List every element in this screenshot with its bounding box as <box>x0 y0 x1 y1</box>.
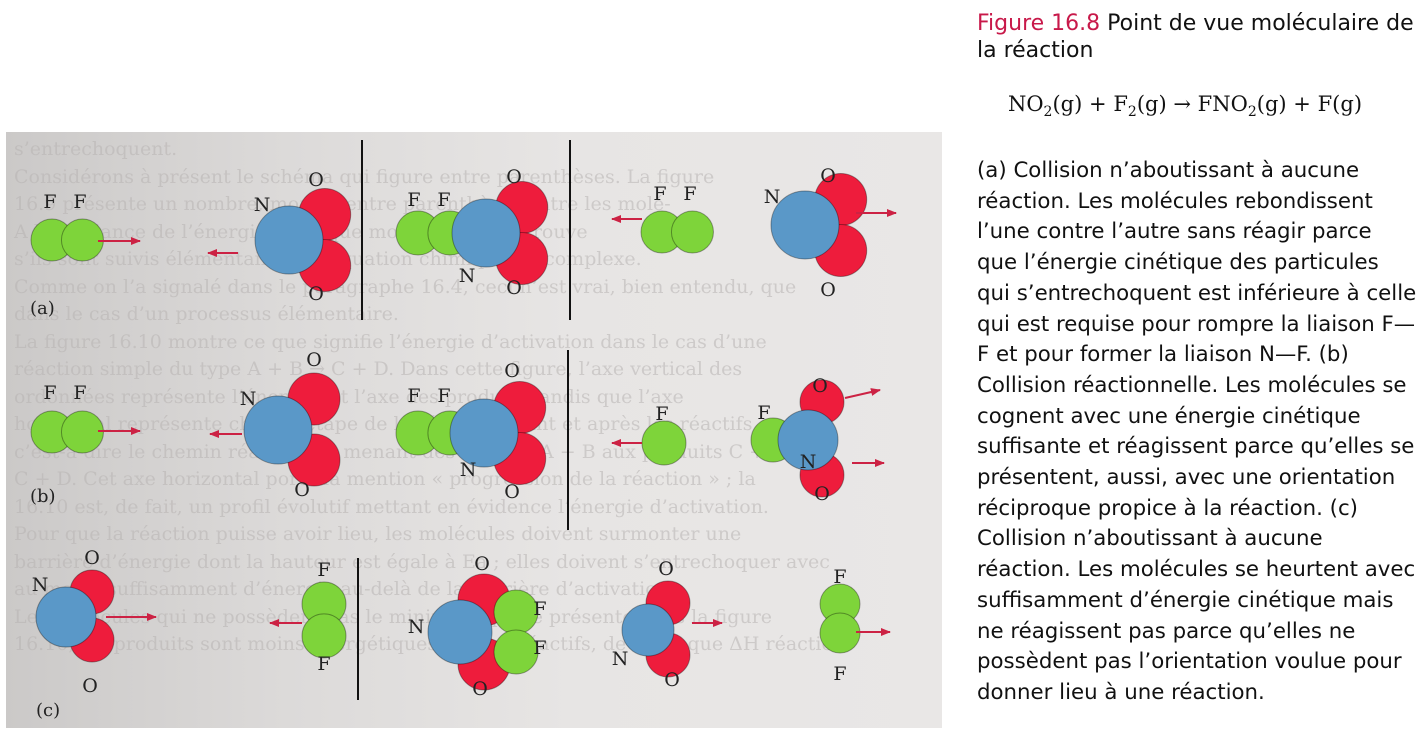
atom-label-o: O <box>504 481 520 503</box>
atom-label-n: N <box>459 265 476 287</box>
fluorine-atom <box>493 589 539 635</box>
atom-label-o: O <box>306 349 322 371</box>
atom-label-o: O <box>474 553 490 575</box>
atom-label-f: F <box>317 653 330 675</box>
atom-label-n: N <box>254 194 271 216</box>
background-text-line: dans le cas d’un processus élémentaire. <box>14 303 399 325</box>
atom-label-o: O <box>812 375 828 397</box>
background-text-line: horizontal représente chaque étape de la… <box>14 413 759 435</box>
atom-label-f: F <box>317 559 330 581</box>
background-text-line: 16.10 est, de fait, un profil évolutif m… <box>14 495 769 518</box>
atom-label-f: F <box>43 191 56 213</box>
figure-panel: s’entrechoquent. Considérons à présent le… <box>6 132 942 728</box>
motion-arrow <box>844 388 881 399</box>
fluorine-atom <box>493 629 539 675</box>
atom-label-o: O <box>308 169 324 191</box>
nitrogen-atom <box>243 395 313 465</box>
atom-label-f: F <box>655 403 668 425</box>
fluorine-atom <box>670 210 714 254</box>
fluorine-atom <box>60 410 104 454</box>
nitrogen-atom <box>449 398 519 468</box>
background-text-line: Considérons à présent le schéma qui figu… <box>14 165 715 188</box>
panel-label-c: (c) <box>36 700 60 721</box>
caption-title: Figure 16.8 Point de vue moléculaire de … <box>977 10 1417 64</box>
atom-label-o: O <box>308 283 324 305</box>
atom-label-o: O <box>84 547 100 569</box>
atom-label-n: N <box>460 459 477 481</box>
atom-label-n: N <box>32 574 49 596</box>
nitrogen-atom <box>770 190 840 260</box>
nitrogen-atom <box>254 205 324 275</box>
atom-label-o: O <box>820 279 836 301</box>
background-text-line: Les molécules qui ne possèdent pas le mi… <box>14 605 773 628</box>
atom-label-f: F <box>833 566 846 588</box>
atom-label-o: O <box>82 675 98 697</box>
atom-label-f: F <box>757 402 770 424</box>
nitrogen-atom <box>777 409 839 471</box>
nitrogen-atom <box>427 599 493 665</box>
fluorine-atom <box>301 613 347 659</box>
atom-label-n: N <box>800 451 817 473</box>
figure-label: Figure 16.8 <box>977 11 1101 36</box>
atom-label-f: F <box>683 183 696 205</box>
atom-label-f: F <box>437 385 450 407</box>
atom-label-f: F <box>833 663 846 685</box>
atom-label-o: O <box>472 678 488 700</box>
atom-label-o: O <box>658 558 674 580</box>
atom-label-o: O <box>820 165 836 187</box>
nitrogen-atom <box>35 586 97 648</box>
atom-label-f: F <box>407 189 420 211</box>
atom-label-o: O <box>814 483 830 505</box>
panel-label-b: (b) <box>30 486 56 507</box>
atom-label-f: F <box>437 189 450 211</box>
atom-label-f: F <box>653 183 666 205</box>
atom-label-n: N <box>612 648 629 670</box>
reaction-equation: NO2(g) + F2(g) → FNO2(g) + F(g) <box>1007 92 1363 121</box>
atom-label-o: O <box>506 277 522 299</box>
atom-label-f: F <box>533 637 546 659</box>
background-text-line: s’entrechoquent. <box>14 138 178 160</box>
background-text-line: C + D. Cet axe horizontal porte la menti… <box>14 468 756 490</box>
atom-label-f: F <box>43 382 56 404</box>
atom-label-f: F <box>533 598 546 620</box>
background-text-line: Comme on l’a signalé dans le paragraphe … <box>14 275 797 298</box>
nitrogen-atom <box>451 198 521 268</box>
atom-label-o: O <box>294 479 310 501</box>
background-text-line: Pour que la réaction puisse avoir lieu, … <box>14 523 742 545</box>
atom-label-o: O <box>504 360 520 382</box>
fluorine-atom <box>641 420 687 466</box>
caption-description: (a) Collision n’aboutissant à aucune réa… <box>977 158 1417 705</box>
panel-label-a: (a) <box>30 298 55 319</box>
atom-label-n: N <box>408 616 425 638</box>
atom-label-o: O <box>664 669 680 691</box>
figure-title: Point de vue moléculaire de la réaction <box>977 11 1414 63</box>
atom-label-f: F <box>407 385 420 407</box>
atom-label-n: N <box>764 186 781 208</box>
background-text-line: c’est-à-dire le chemin réactionnel menan… <box>14 440 792 463</box>
fluorine-atom <box>60 218 104 262</box>
atom-label-o: O <box>506 166 522 188</box>
atom-label-f: F <box>73 382 86 404</box>
nitrogen-atom <box>621 603 675 657</box>
atom-label-f: F <box>73 191 86 213</box>
atom-label-n: N <box>240 388 257 410</box>
background-text-line: réaction simple du type A + B → C + D. D… <box>14 358 743 380</box>
caption-panel: Figure 16.8 Point de vue moléculaire de … <box>943 0 1427 731</box>
background-text-line: barrière d’énergie dont la hauteur est é… <box>14 550 830 573</box>
fluorine-atom <box>819 612 861 654</box>
background-text-line: La figure 16.10 montre ce que signifie l… <box>14 330 767 353</box>
